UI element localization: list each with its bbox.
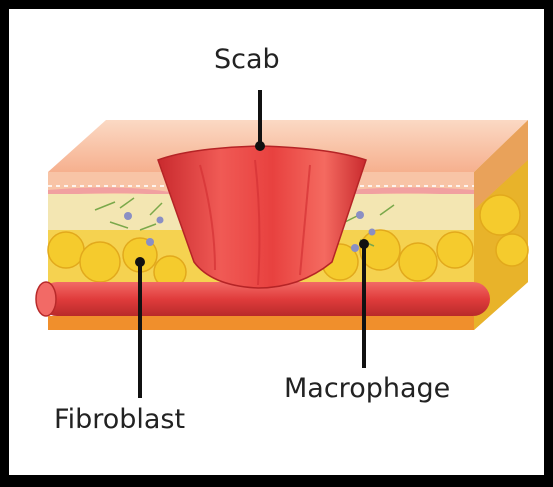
skin-base: [48, 316, 474, 330]
label-fibroblast: Fibroblast: [54, 406, 185, 433]
label-macrophage: Macrophage: [284, 375, 450, 402]
label-scab: Scab: [214, 46, 280, 73]
